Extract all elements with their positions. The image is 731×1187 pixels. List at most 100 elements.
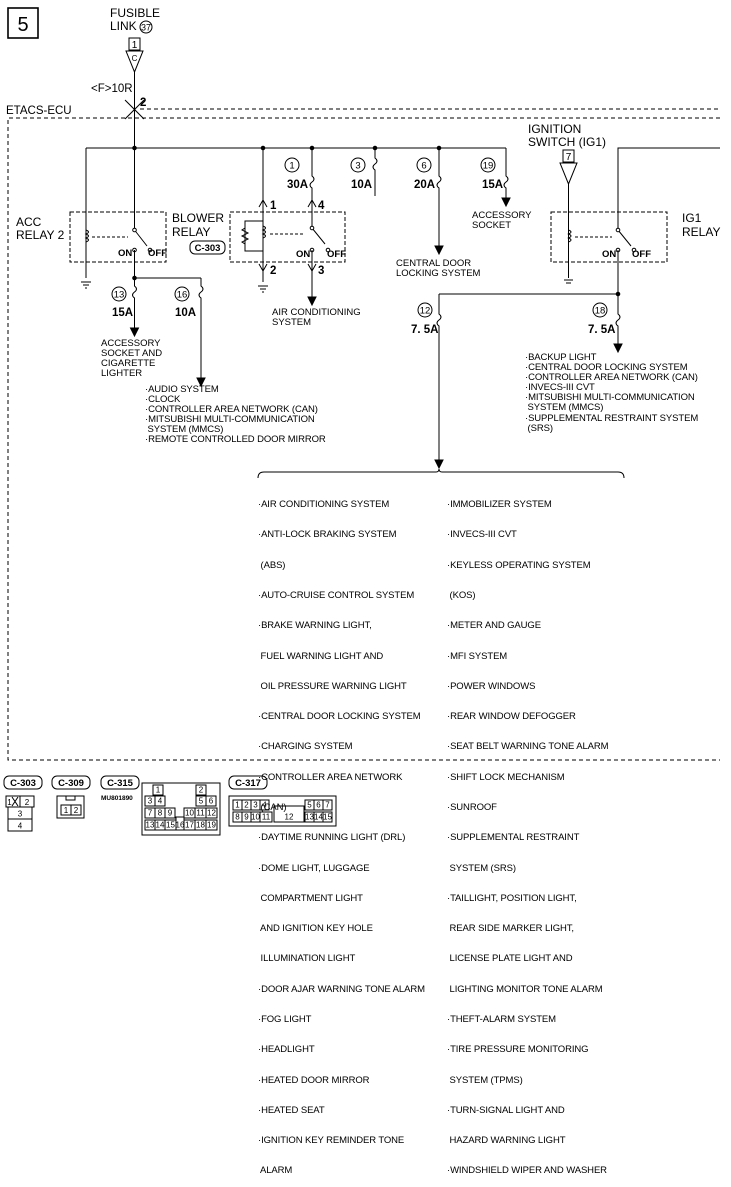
fusible-link-label-1: FUSIBLE: [110, 6, 160, 20]
connector-c315-pin-box: [164, 807, 176, 819]
connector-c317-pin: 8: [235, 813, 240, 822]
connector-c317-label: C-317: [235, 778, 261, 789]
list-item: ·HEATED DOOR MIRROR: [258, 1074, 370, 1086]
connector-c315-pin: 19: [207, 821, 216, 830]
list-item: COMPARTMENT LIGHT: [258, 892, 363, 904]
air-conditioning-label: AIR CONDITIONING: [272, 307, 361, 318]
blower-relay-pin-1-mark: [258, 198, 268, 208]
connector-c303-pin: 2: [25, 798, 30, 807]
ig1-relay-coil: [567, 229, 572, 243]
fuse-3-number-circle: [350, 157, 366, 173]
list-item: ·TURN-SIGNAL LIGHT AND: [447, 1104, 565, 1116]
wire-crossing-mark: [124, 99, 145, 120]
fuse-16-rating: 10A: [175, 307, 196, 319]
blower-relay-pin: 4: [318, 200, 325, 212]
acc-relay-coil: [84, 229, 89, 243]
list-item: SYSTEM (SRS): [447, 862, 516, 874]
connector-c315-pin: 7: [148, 809, 153, 818]
connector-c317-pin: 4: [262, 801, 267, 810]
list-item: ·TAILLIGHT, POSITION LIGHT,: [447, 892, 577, 904]
connector-c315-pin: 2: [199, 786, 204, 795]
connector-blank-pin: [11, 796, 19, 807]
list-item: ·AIR CONDITIONING SYSTEM: [258, 499, 390, 511]
connector-c317-pin: 7: [325, 801, 330, 810]
connector-c315-pin: 4: [158, 797, 163, 806]
blower-relay-coil: [261, 225, 266, 239]
connector-c315-pin-box: [205, 795, 217, 807]
accessory-socket-13-label: ACCESSORY: [101, 338, 161, 349]
blower-relay-resistor: [240, 227, 250, 245]
blower-relay-pin-3-mark: [307, 263, 317, 273]
list-item: ·CHARGING SYSTEM: [258, 741, 353, 753]
connector-c315-pin: 5: [199, 797, 204, 806]
connector-c315-pin: 10: [185, 809, 194, 818]
list-item: LIGHTING MONITOR TONE ALARM: [447, 983, 603, 995]
connector-c317-pin-box: [322, 811, 333, 823]
connector-c317-pin: 11: [262, 813, 271, 822]
arrow-icon: [434, 459, 444, 470]
list-item: ·IMMOBILIZER SYSTEM: [447, 499, 552, 511]
list-item: ·BRAKE WARNING LIGHT,: [258, 620, 372, 632]
connector-c317-pin-box: [273, 805, 305, 823]
list-item: ·HEADLIGHT: [258, 1044, 315, 1056]
blower-relay-box: [229, 211, 346, 263]
connector-c317-pin: 2: [244, 801, 249, 810]
connector-c317-pin: 9: [244, 813, 249, 822]
fuse-19-number: 19: [483, 161, 494, 172]
connector-c317-pin: 5: [307, 801, 312, 810]
fuse-13: [132, 278, 137, 328]
connector-c315-pin: 6: [209, 797, 214, 806]
list-item: ·AUDIO SYSTEM: [145, 384, 219, 395]
arrow-icon: [613, 343, 623, 354]
wiring-diagram: 5 FUSIBLE LINK 37 1 C <F>10R 2 ETACS-ECU…: [3, 6, 720, 836]
fuse-13-number-circle: [111, 286, 127, 302]
list-item: ·HEATED SEAT: [258, 1104, 325, 1116]
fusible-link-connector: C: [132, 54, 138, 63]
acc-relay-off: OFF: [148, 248, 167, 259]
list-item: ·MITSUBISHI MULTI-COMMUNICATION: [525, 392, 695, 404]
connector-c315-face: [141, 782, 221, 836]
fusible-link-label-2: LINK: [110, 19, 137, 33]
fuse-1: [309, 148, 315, 228]
list-item: ·SUNROOF: [447, 802, 497, 813]
acc-relay-contact: [147, 247, 153, 253]
connector-c303-pin: 4: [18, 822, 23, 831]
fuse-6-number-circle: [416, 157, 432, 173]
connector-c309-pin-box: [70, 804, 82, 816]
list-item: (SRS): [525, 422, 553, 434]
ig1-relay-switch-arm: [617, 229, 632, 247]
fuse-13-number: 13: [114, 290, 125, 301]
connector-c315-pin-box: [152, 784, 164, 796]
ig1-relay-contact: [631, 247, 637, 253]
connector-c309-pin: 1: [64, 806, 69, 815]
fuse-12-number-circle: [417, 302, 433, 318]
list-item: ALARM: [258, 1165, 293, 1177]
connector-c317-pin: 14: [314, 813, 323, 822]
fuse-18-load-list: ·BACKUP LIGHT ·CENTRAL DOOR LOCKING SYST…: [525, 352, 699, 434]
fuse-6-number: 6: [421, 161, 426, 172]
fuse-1-rating: 30A: [287, 179, 308, 191]
connector-c315-label-box: [100, 775, 140, 790]
accessory-socket-13-label: CIGARETTE: [101, 358, 155, 369]
ignition-switch-connector-symbol: [559, 162, 578, 186]
fuse-16-number: 16: [177, 290, 188, 301]
list-item: ·CONTROLLER AREA NETWORK: [258, 771, 403, 783]
list-item: FUEL WARNING LIGHT AND: [258, 650, 384, 662]
ignition-switch-label-1: IGNITION: [528, 122, 581, 136]
connector-c315-pin-box: [195, 784, 207, 796]
connector-c315-label: C-315: [107, 778, 134, 789]
fuse-12-load-list-left: ·AIR CONDITIONING SYSTEM ·ANTI-LOCK BRAK…: [258, 480, 425, 1187]
connector-c309-face: [56, 795, 85, 819]
blower-relay-label-2: RELAY: [172, 225, 210, 239]
connector-c317-pin: 3: [253, 801, 258, 810]
connector-c303-label: C-303: [10, 778, 36, 789]
junction-dot: [132, 145, 137, 151]
fuse-1-number-circle: [284, 157, 300, 173]
connector-c315-pin-box: [154, 795, 166, 807]
arrow-icon: [196, 377, 206, 388]
list-item: ·CENTRAL DOOR LOCKING SYSTEM: [258, 711, 421, 723]
list-item: SYSTEM (TPMS): [447, 1074, 523, 1086]
connector-c303-pin: 1: [7, 798, 12, 807]
list-item: ·SUPPLEMENTAL RESTRAINT SYSTEM: [525, 412, 699, 424]
